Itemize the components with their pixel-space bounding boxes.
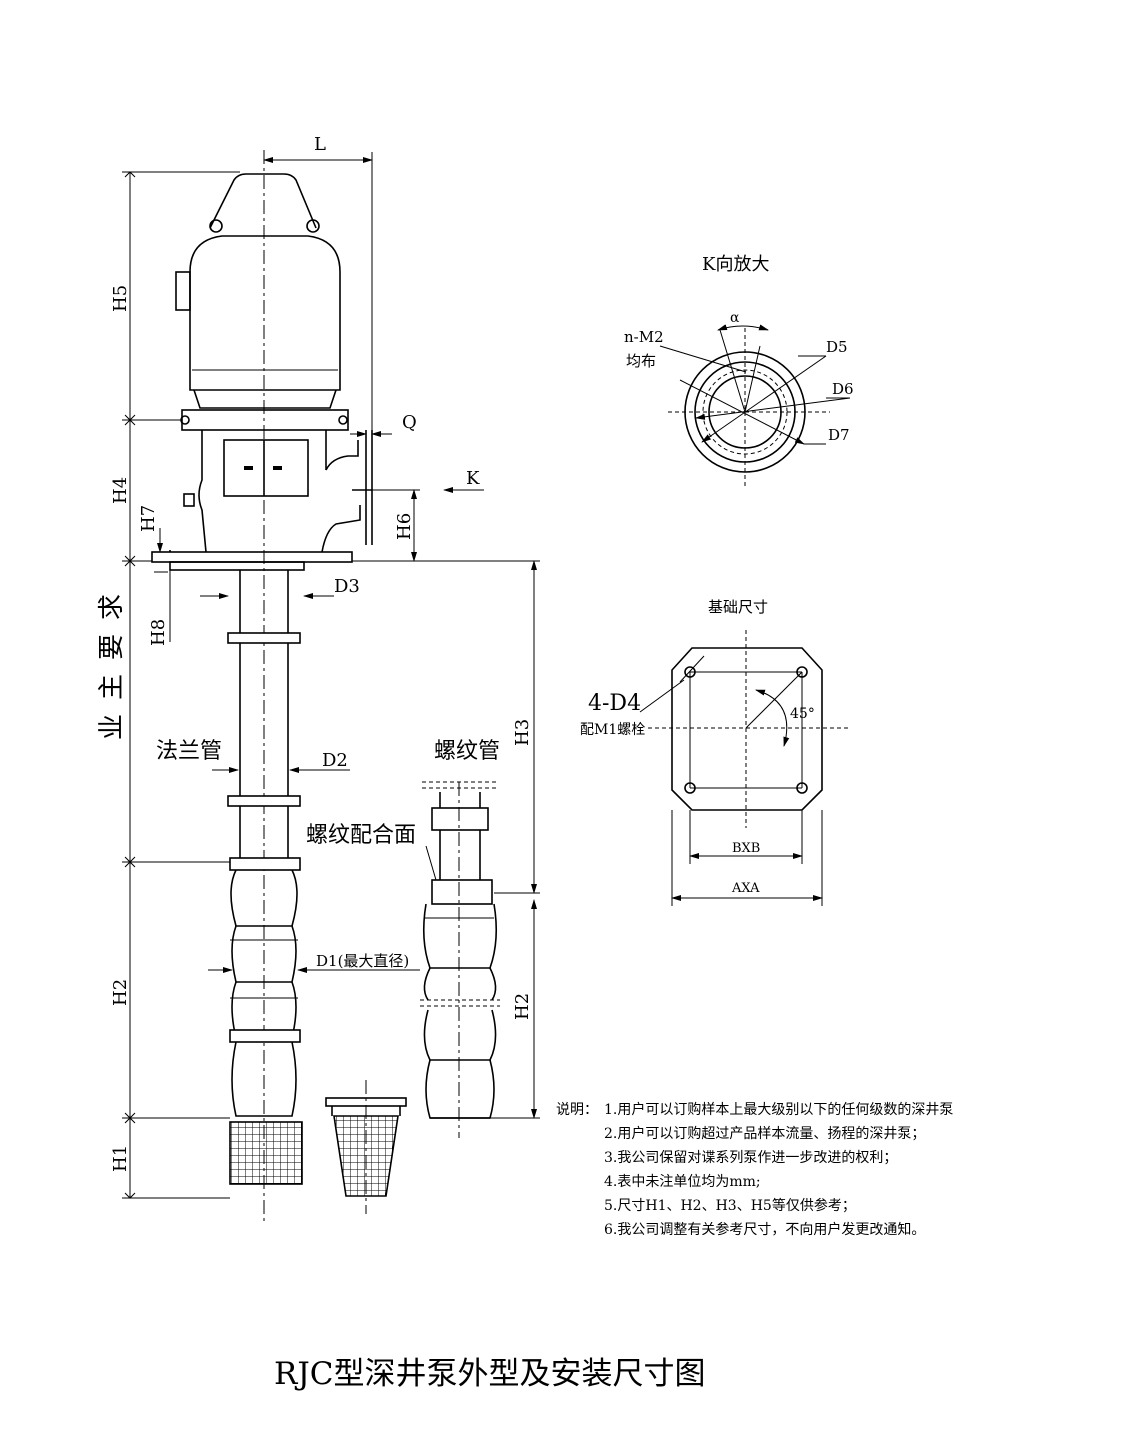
dim-l: L [314, 134, 326, 155]
dim-d1: D1(最大直径) [316, 952, 409, 970]
note-1: 1.用户可以订购样本上最大级别以下的任何级数的深井泵 [604, 1101, 953, 1118]
k-view-detail [659, 324, 851, 486]
foundation-title: 基础尺寸 [708, 598, 768, 616]
foundation-d4: 4-D4 [588, 691, 641, 716]
drawing-title: RJC型深井泵外型及安装尺寸图 [274, 1356, 706, 1392]
dim-h3: H3 [512, 719, 533, 746]
k-view-title: K向放大 [702, 254, 769, 275]
thread-face-label: 螺纹配合面 [306, 823, 416, 848]
thread-pipe-view [325, 781, 540, 1214]
thread-pipe-label: 螺纹管 [434, 739, 500, 764]
k-view-nm2: n-M2 [624, 328, 664, 346]
flange-pipe-label: 法兰管 [156, 739, 222, 764]
dim-h8: H8 [148, 619, 169, 646]
note-4: 4.表中未注单位均为mm; [604, 1174, 761, 1190]
note-5: 5.尺寸H1、H2、H3、H5等仅供参考； [604, 1197, 856, 1214]
main-req-label: 业主要求 [97, 580, 127, 740]
dim-d2: D2 [322, 750, 348, 771]
dim-h5: H5 [110, 285, 131, 312]
foundation-bolt: 配M1螺栓 [580, 722, 645, 738]
dim-h6: H6 [394, 513, 415, 540]
foundation-axa: AXA [731, 881, 760, 896]
dim-k: K [466, 468, 480, 489]
k-view-d7: D7 [828, 426, 850, 444]
note-2: 2.用户可以订购超过产品样本流量、扬程的深井泵； [604, 1125, 925, 1142]
k-view-alpha: α [730, 310, 740, 326]
note-6: 6.我公司调整有关参考尺寸，不向用户发更改通知。 [604, 1221, 925, 1238]
k-view-even: 均布 [626, 352, 656, 370]
note-3: 3.我公司保留对谍系列泵作进一步改进的权利； [604, 1150, 897, 1166]
dim-h2: H2 [110, 979, 131, 1006]
k-view-d6: D6 [832, 380, 854, 398]
k-view-d5: D5 [826, 338, 848, 356]
dim-h1: H1 [110, 1145, 131, 1172]
dim-q: Q [402, 412, 417, 433]
foundation-angle: 45° [790, 706, 815, 722]
pump-main-view [151, 150, 373, 1225]
foundation-bxb: BXB [732, 841, 760, 856]
notes-head: 说明： [556, 1102, 598, 1118]
foundation-detail [639, 630, 848, 906]
dim-h2-thread: H2 [512, 993, 533, 1020]
dim-h4: H4 [110, 477, 131, 504]
dim-h7: H7 [138, 505, 159, 532]
dim-d3: D3 [334, 576, 360, 597]
main-dimensions [122, 152, 540, 1199]
